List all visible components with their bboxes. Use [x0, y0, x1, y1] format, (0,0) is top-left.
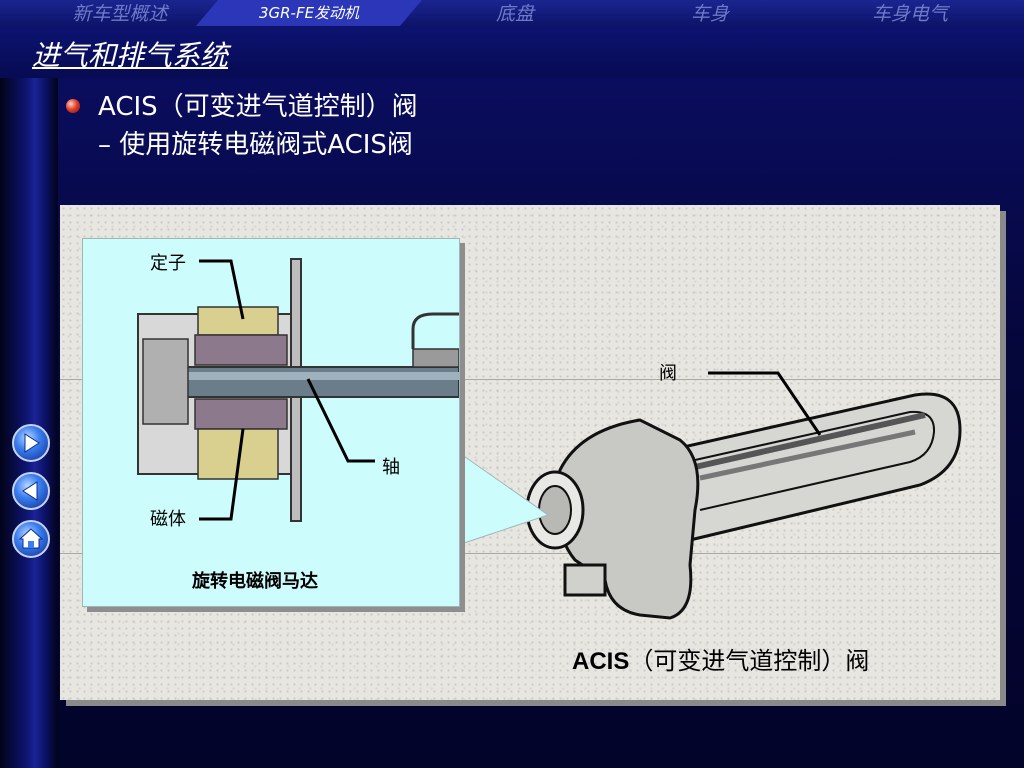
figure-caption-suffix: （可变进气道控制）阀: [629, 647, 870, 675]
rotary-solenoid-diagram: [137, 258, 459, 522]
next-button[interactable]: [12, 424, 50, 462]
bullet-heading: ACIS（可变进气道控制）阀: [98, 92, 418, 122]
next-arrow-icon: [24, 433, 40, 453]
inset-caption: 旋转电磁阀马达: [192, 571, 318, 592]
nav-item-overview[interactable]: 新车型概述: [72, 3, 168, 25]
motor-detail-inset: [82, 238, 460, 607]
label-shaft: 轴: [382, 457, 400, 478]
home-icon: [18, 528, 44, 549]
nav-item-chassis[interactable]: 底盘: [495, 3, 534, 25]
nav-item-body[interactable]: 车身: [690, 3, 729, 25]
previous-button[interactable]: [12, 472, 50, 510]
guide-line-top: [60, 379, 1000, 380]
label-magnet: 磁体: [150, 509, 186, 530]
label-stator: 定子: [150, 253, 186, 274]
bullet-subline: – 使用旋转电磁阀式ACIS阀: [98, 130, 413, 160]
bullet-icon: [66, 99, 80, 113]
guide-line-bottom: [60, 553, 1000, 554]
nav-item-body-electrical[interactable]: 车身电气: [871, 3, 948, 25]
nav-item-engine[interactable]: 3GR-FE发动机: [258, 4, 360, 22]
title-bar: [0, 28, 1024, 78]
previous-arrow-icon: [22, 481, 38, 501]
figure-caption: ACIS（可变进气道控制）阀: [572, 641, 869, 676]
page-title: 进气和排气系统: [32, 39, 229, 72]
home-button[interactable]: [12, 520, 50, 558]
callout-pointer: [457, 451, 550, 546]
left-sidebar-bar: [0, 0, 58, 768]
acis-valve-drawing: [525, 371, 962, 620]
label-valve: 阀: [659, 363, 677, 384]
figure-caption-prefix: ACIS: [572, 648, 630, 675]
nav-item-active-bg: [196, 0, 422, 26]
